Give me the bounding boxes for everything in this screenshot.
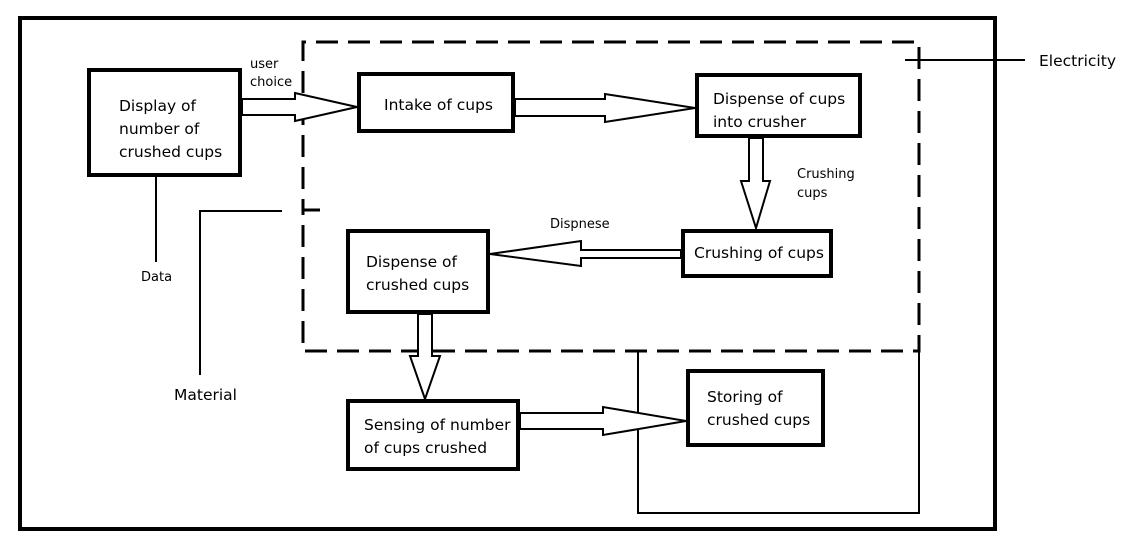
electricity-label: Electricity — [1039, 52, 1116, 70]
arrow-dispense-to-sensing — [408, 313, 442, 403]
sensing-label: Sensing of number of cups crushed — [364, 416, 511, 457]
display-box: Display of number of crushed cups — [87, 68, 242, 177]
user-choice-label: user choice — [250, 57, 293, 90]
dispense-crushed-label: Dispense of crushed cups — [366, 253, 470, 294]
intake-box: Intake of cups — [357, 72, 515, 133]
crushing-box: Crushing of cups — [681, 229, 833, 278]
dispense-into-crusher-label: Dispense of cups into crusher — [713, 90, 846, 131]
dispense-flow-label: Dispnese — [550, 217, 610, 232]
material-line — [199, 210, 282, 375]
arrow-intake-to-dispense — [514, 92, 696, 124]
crushing-cups-label: Crushing cups — [797, 167, 855, 201]
dispense-into-crusher-box: Dispense of cups into crusher — [695, 73, 862, 138]
system-boundary — [18, 16, 997, 531]
arrow-dispense-to-crushing — [739, 137, 772, 232]
storage-subsystem-boundary — [637, 351, 920, 514]
arrow-crushing-to-dispense-crushed — [489, 239, 682, 268]
arrow-sensing-to-storing — [519, 405, 687, 437]
arrow-display-to-intake — [241, 91, 358, 123]
material-label: Material — [174, 386, 237, 404]
sensing-box: Sensing of number of cups crushed — [346, 399, 520, 471]
display-label: Display of number of crushed cups — [119, 97, 223, 161]
intake-label: Intake of cups — [384, 96, 493, 114]
dispense-crushed-box: Dispense of crushed cups — [346, 229, 490, 314]
data-label: Data — [141, 270, 173, 285]
crushing-label: Crushing of cups — [694, 244, 824, 262]
storing-label: Storing of crushed cups — [707, 388, 811, 429]
storing-box: Storing of crushed cups — [686, 369, 825, 447]
